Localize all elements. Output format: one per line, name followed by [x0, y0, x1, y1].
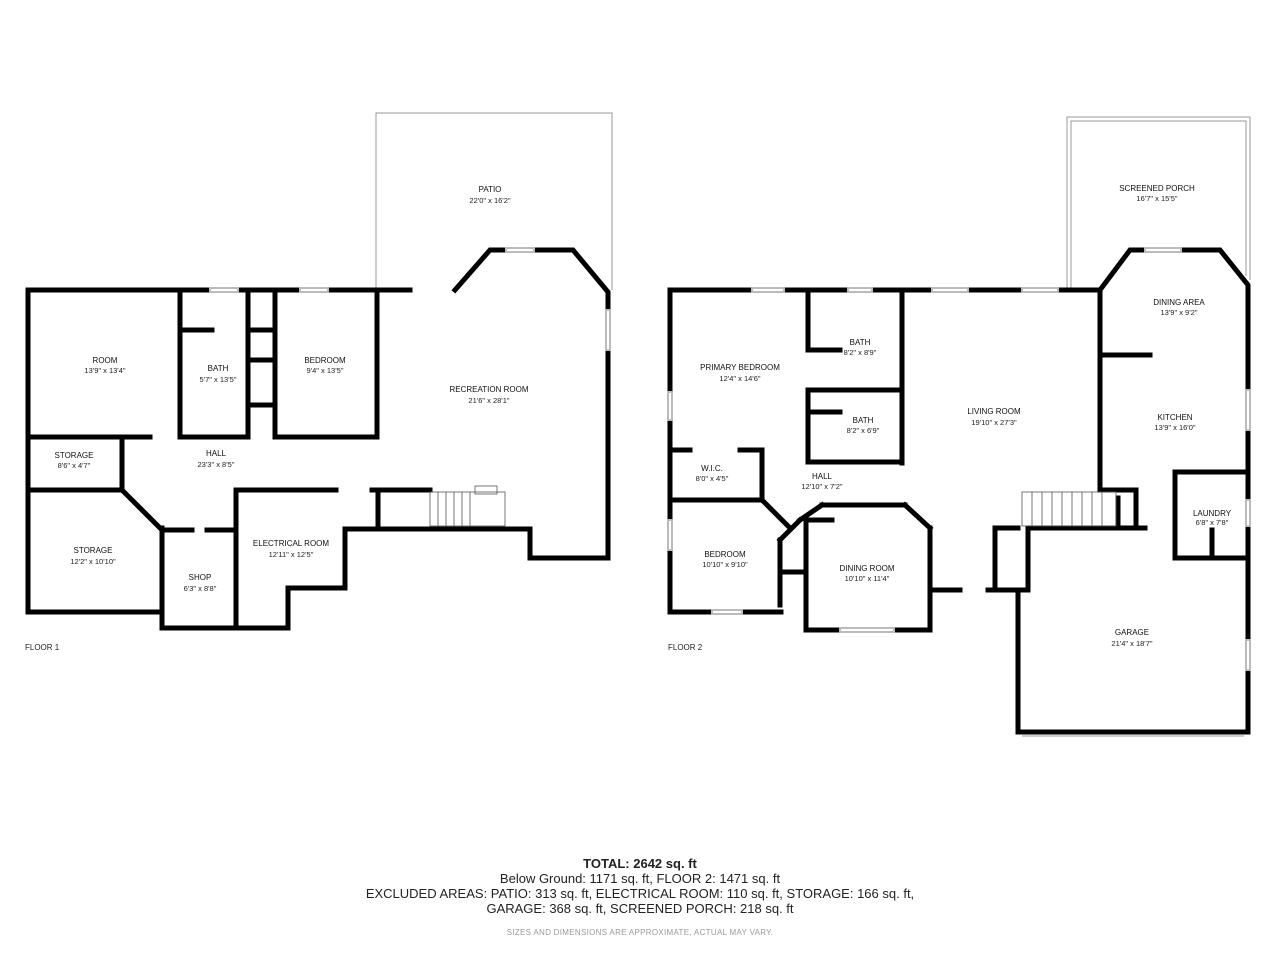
room-dimensions: 12'11" x 12'5" [269, 550, 314, 559]
room-name: ELECTRICAL ROOM [253, 539, 329, 548]
room-dimensions: 23'3" x 8'5" [198, 460, 235, 469]
room-dimensions: 12'10" x 7'2" [801, 482, 842, 491]
total-area: TOTAL: 2642 sq. ft [583, 856, 697, 871]
floor-2-room-labels: SCREENED PORCH 16'7" x 15'5" PRIMARY BED… [696, 184, 1232, 648]
floor-1-interior-walls [25, 287, 433, 631]
floor-2-exterior-walls [667, 247, 1251, 735]
room-name: STORAGE [55, 451, 94, 460]
floor-label: FLOOR 2 [668, 643, 703, 652]
room-dimensions: 10'10" x 9'10" [702, 560, 748, 569]
room-name: DINING AREA [1153, 298, 1205, 307]
room-dimensions: 16'7" x 15'5" [1136, 194, 1177, 203]
room-name: BATH [850, 338, 871, 347]
room-name: ROOM [93, 356, 118, 365]
floor-1-windows [209, 247, 611, 351]
room-name: STORAGE [74, 546, 113, 555]
room-name: BEDROOM [704, 550, 746, 559]
room-dimensions: 5'7" x 13'5" [200, 375, 237, 384]
room-dimensions: 13'9" x 16'0" [1154, 423, 1195, 432]
room-name: SCREENED PORCH [1119, 184, 1195, 193]
disclaimer: SIZES AND DIMENSIONS ARE APPROXIMATE, AC… [506, 928, 774, 937]
patio-outline [375, 112, 613, 290]
floor-1-exterior-wall [25, 247, 611, 631]
room-dimensions: 8'2" x 6'9" [847, 426, 880, 435]
floor-2-interior-walls [667, 287, 1251, 735]
room-name: BEDROOM [304, 356, 346, 365]
room-name: KITCHEN [1157, 413, 1192, 422]
excluded-areas-continued: GARAGE: 368 sq. ft, SCREENED PORCH: 218 … [486, 901, 794, 916]
room-name: BATH [853, 416, 874, 425]
room-dimensions: 12'2" x 10'10" [70, 557, 116, 566]
room-name: HALL [206, 449, 227, 458]
room-name: SHOP [189, 573, 212, 582]
room-name: DINING ROOM [839, 564, 894, 573]
room-name: W.I.C. [701, 464, 723, 473]
room-dimensions: 19'10" x 27'3" [971, 418, 1017, 427]
room-dimensions: 22'0" x 16'2" [469, 196, 510, 205]
screened-porch-outline [1066, 116, 1251, 290]
area-summary: TOTAL: 2642 sq. ft Below Ground: 1171 sq… [0, 856, 1280, 937]
room-name: BATH [208, 364, 229, 373]
room-dimensions: 6'3" x 8'8" [184, 584, 217, 593]
excluded-areas: EXCLUDED AREAS: PATIO: 313 sq. ft, ELECT… [365, 886, 915, 901]
room-dimensions: 13'9" x 9'2" [1161, 308, 1198, 317]
room-dimensions: 8'0" x 4'5" [696, 474, 729, 483]
room-dimensions: 12'4" x 14'6" [719, 374, 760, 383]
room-dimensions: 6'8" x 7'8" [1196, 518, 1229, 527]
room-dimensions: 10'10" x 11'4" [845, 574, 890, 583]
room-dimensions: 13'9" x 13'4" [84, 366, 125, 375]
floor-2-plan: SCREENED PORCH 16'7" x 15'5" PRIMARY BED… [667, 116, 1251, 737]
room-dimensions: 9'4" x 13'5" [307, 366, 344, 375]
floor-2-windows [667, 247, 1251, 671]
floor-2-stairs [1021, 491, 1117, 527]
floor-1-stairs [429, 485, 506, 527]
room-dimensions: 21'4" x 18'7" [1111, 639, 1152, 648]
floor-1-plan: PATIO 22'0" x 16'2" ROOM 13'9" x 13'4" B… [25, 112, 613, 652]
floor-label: FLOOR 1 [25, 643, 60, 652]
room-dimensions: 21'6" x 28'1" [468, 396, 509, 405]
room-name: LIVING ROOM [967, 407, 1021, 416]
floor-1-room-labels: PATIO 22'0" x 16'2" ROOM 13'9" x 13'4" B… [55, 185, 529, 593]
floor-areas: Below Ground: 1171 sq. ft, FLOOR 2: 1471… [499, 871, 781, 886]
room-dimensions: 8'6" x 4'7" [58, 461, 91, 470]
room-name: LAUNDRY [1193, 509, 1232, 518]
room-name: GARAGE [1115, 628, 1149, 637]
room-name: PATIO [479, 185, 502, 194]
room-name: HALL [812, 472, 833, 481]
room-name: RECREATION ROOM [450, 385, 529, 394]
room-name: PRIMARY BEDROOM [700, 363, 780, 372]
room-dimensions: 8'2" x 8'9" [844, 348, 877, 357]
